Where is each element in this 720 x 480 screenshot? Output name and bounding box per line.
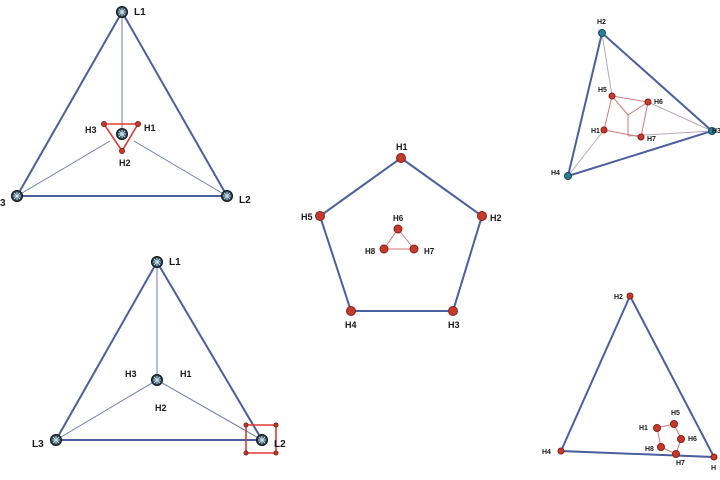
top-right-tetrahedron: H2 H3 H4 H5 H6 H7 H1 [551, 19, 720, 180]
square-corner [243, 422, 249, 428]
label-h1: H1 [591, 128, 600, 135]
vertex-h8 [379, 244, 389, 254]
vertex-h5 [315, 211, 325, 221]
bottom-right-triangle: H2 H4 H H1 H5 H6 H8 H7 [542, 292, 718, 472]
label-h2: H2 [155, 403, 167, 413]
square-corner [273, 450, 279, 456]
hub-node [151, 374, 163, 386]
vertex-h2 [119, 148, 125, 154]
vertex-h8 [657, 443, 665, 451]
vertex-h4 [564, 172, 572, 180]
label-h4: H4 [551, 170, 560, 177]
vertex-l3 [50, 434, 62, 446]
label-h6: H6 [393, 214, 404, 223]
vertex-h5 [670, 420, 678, 428]
label-l1: L1 [134, 7, 146, 18]
vertex-h3 [448, 306, 458, 316]
label-h2: H2 [490, 213, 502, 223]
vertex-h6 [677, 435, 685, 443]
vertex-h2 [626, 292, 634, 300]
label-h1: H1 [180, 369, 192, 379]
vertex-h7 [637, 133, 645, 141]
label-h7: H7 [647, 136, 656, 143]
label-h3: H3 [712, 128, 720, 135]
label-h3: H3 [85, 125, 97, 135]
label-h8: H8 [365, 247, 376, 256]
vertex-h4 [346, 306, 356, 316]
vertex-l2 [221, 190, 233, 202]
top-left-triangle: L1 L2 3 H1 H2 H3 [0, 6, 251, 209]
label-h2: H2 [597, 19, 606, 26]
label-h1: H1 [396, 142, 408, 152]
center-pentagon: H1 H2 H3 H4 H5 H6 H7 H8 [301, 142, 502, 330]
label-h3: H [711, 465, 716, 472]
vertex-h6 [644, 98, 652, 106]
vertex-h3 [710, 453, 718, 461]
label-h5: H5 [598, 87, 607, 94]
hub-node [116, 128, 128, 140]
label-h3: H3 [448, 320, 460, 330]
label-h8: H8 [645, 446, 654, 453]
vertex-l3 [11, 190, 23, 202]
label-h7: H7 [424, 247, 435, 256]
label-h4: H4 [345, 320, 357, 330]
vertex-h3 [708, 127, 716, 135]
vertex-h1 [653, 424, 661, 432]
square-corner [243, 450, 249, 456]
vertex-h5 [608, 92, 616, 100]
label-h6: H6 [654, 99, 663, 106]
vertex-h1 [396, 153, 406, 163]
vertex-h7 [672, 450, 680, 458]
square-corner [273, 422, 279, 428]
vertex-l1 [151, 256, 163, 268]
bottom-left-triangle: L1 L2 L3 H1 H2 H3 [32, 256, 286, 456]
vertex-h2 [598, 29, 606, 37]
label-h1: H1 [144, 123, 156, 133]
vertex-h6 [393, 224, 403, 234]
label-h2: H2 [614, 294, 623, 301]
label-l2: L2 [274, 439, 286, 450]
vertex-h2 [477, 211, 487, 221]
label-l3: L3 [32, 439, 44, 450]
label-h5: H5 [671, 410, 680, 417]
label-h7: H7 [676, 460, 685, 467]
label-l1: L1 [169, 257, 181, 268]
vertex-l2 [256, 434, 268, 446]
label-h2: H2 [119, 158, 131, 168]
vertex-h1 [600, 126, 608, 134]
label-l3: 3 [0, 198, 6, 209]
label-h6: H6 [688, 436, 697, 443]
label-l2: L2 [239, 195, 251, 206]
label-h4: H4 [542, 449, 551, 456]
label-h1: H1 [639, 425, 648, 432]
vertex-l1 [116, 6, 128, 18]
vertex-h7 [409, 244, 419, 254]
label-h5: H5 [301, 212, 313, 222]
label-h3: H3 [125, 369, 137, 379]
vertex-h1 [135, 121, 141, 127]
vertex-h4 [557, 447, 565, 455]
vertex-h3 [101, 121, 107, 127]
